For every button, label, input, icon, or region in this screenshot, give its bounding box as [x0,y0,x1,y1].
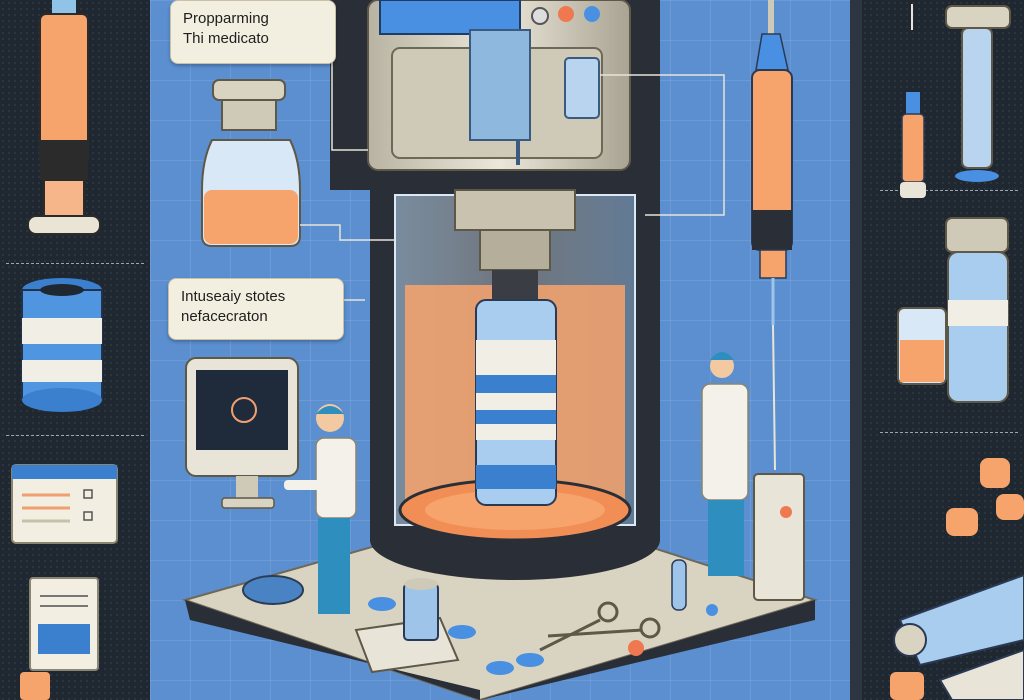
cartridge-icon [890,573,1024,700]
monitor-icon [185,357,299,509]
right-panel-border [850,0,862,700]
callout-top-line2: Thi medicato [183,30,269,47]
callout-top-line1: Propparming [183,10,269,27]
pill-icons [368,597,718,675]
callout-middle-line1: Intuseaiy stotes [181,288,286,305]
pipette-icon [945,5,1011,182]
right-divider-2 [880,432,1018,433]
vial-icon [475,299,557,506]
vial-icon [21,278,103,412]
document-icon [20,577,99,700]
control-box [753,473,805,601]
syringe-icon [900,4,926,198]
scissors-icon [539,601,661,652]
syringe-icon [751,0,793,471]
left-divider-1 [6,263,144,264]
vial-icon [897,217,1009,403]
vial-icon [201,79,301,247]
pill-icons [946,458,1024,536]
machine-base [181,503,819,700]
syringe-icon [27,0,101,235]
callout-top: Propparming Thi medicato [170,0,336,64]
press-plunger [454,189,576,300]
callout-middle: Intuseaiy stotes nefacecraton [168,278,344,340]
scientist-icon [701,352,749,576]
callout-middle-line2: nefacecraton [181,308,268,325]
small-vial-icon [403,578,439,641]
scientist-icon [284,404,357,614]
machine-head [330,0,660,190]
left-divider-2 [6,435,144,436]
browser-window-icon [11,464,118,544]
right-divider-1 [880,190,1018,191]
test-tube-icon [671,559,687,611]
